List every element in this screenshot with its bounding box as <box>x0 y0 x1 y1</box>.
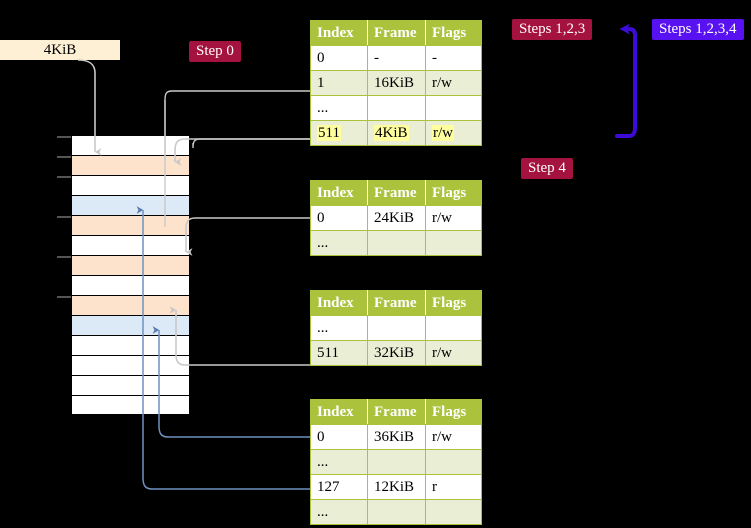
memory-frame-block <box>57 155 190 175</box>
cell-index: ... <box>310 449 368 475</box>
memory-frame-block <box>71 275 190 295</box>
cell-flags: r/w <box>425 70 482 96</box>
cell-frame <box>367 230 426 256</box>
cell-frame: 12KiB <box>367 474 426 500</box>
cell-index: 511 <box>310 340 368 366</box>
cell-frame <box>367 449 426 475</box>
memory-frame-block <box>71 235 190 255</box>
cell-frame: 36KiB <box>367 424 426 450</box>
cell-index: 0 <box>310 45 368 71</box>
col-header-flags: Flags <box>425 20 482 46</box>
col-header-frame: Frame <box>367 399 426 425</box>
cell-frame: 4KiB <box>367 120 426 146</box>
cell-index: 1 <box>310 70 368 96</box>
steps-bracket-arrow <box>615 23 639 138</box>
steps-123-badge: Steps 1,2,3 <box>512 19 593 40</box>
step-4-badge: Step 4 <box>521 158 573 179</box>
cell-flags: r/w <box>425 120 482 146</box>
cell-flags: r/w <box>425 340 482 366</box>
memory-frame-block <box>71 395 190 415</box>
cell-index: 127 <box>310 474 368 500</box>
cell-flags <box>425 230 482 256</box>
col-header-frame: Frame <box>367 20 426 46</box>
table-row: ... <box>310 449 482 475</box>
frame-size-label: 4KiB <box>0 40 120 60</box>
col-header-flags: Flags <box>425 399 482 425</box>
memory-frame-block <box>71 375 190 395</box>
table-row: ... <box>310 95 482 121</box>
memory-frame-block <box>57 215 190 235</box>
cell-flags: r/w <box>425 205 482 231</box>
cell-frame: - <box>367 45 426 71</box>
memory-frame-block <box>57 255 190 275</box>
memory-tick-mark <box>57 256 71 258</box>
col-header-index: Index <box>310 290 368 316</box>
connector-level2-entry <box>169 306 310 366</box>
cell-flags: - <box>425 45 482 71</box>
cell-index: 511 <box>310 120 368 146</box>
memory-frame-block <box>71 335 190 355</box>
step-0-badge: Step 0 <box>189 41 241 62</box>
cell-frame: 24KiB <box>367 205 426 231</box>
cell-frame: 16KiB <box>367 70 426 96</box>
col-header-index: Index <box>310 20 368 46</box>
memory-frame-block <box>71 315 190 335</box>
col-header-index: Index <box>310 399 368 425</box>
table-row: ... <box>310 230 482 256</box>
col-header-flags: Flags <box>425 290 482 316</box>
cell-frame <box>367 499 426 525</box>
cell-index: ... <box>310 499 368 525</box>
col-header-index: Index <box>310 180 368 206</box>
memory-tick-mark <box>57 176 71 178</box>
cell-flags <box>425 95 482 121</box>
cell-frame <box>367 95 426 121</box>
cell-flags: r/w <box>425 424 482 450</box>
memory-frame-block <box>57 175 190 195</box>
cell-index: ... <box>310 315 368 341</box>
table-row: ... <box>310 315 482 341</box>
cell-flags <box>425 315 482 341</box>
arrow-level4-frame-to-memory <box>174 138 310 166</box>
memory-tick-mark <box>57 156 71 158</box>
cell-index: ... <box>310 95 368 121</box>
memory-tick-mark <box>57 136 71 138</box>
col-header-flags: Flags <box>425 180 482 206</box>
table-row: ... <box>310 499 482 525</box>
memory-frame-block <box>71 195 190 215</box>
cell-index: 0 <box>310 424 368 450</box>
col-header-frame: Frame <box>367 180 426 206</box>
cell-flags: r <box>425 474 482 500</box>
connector-level3-entry <box>185 217 310 256</box>
memory-tick-mark <box>57 296 71 298</box>
memory-frame-block <box>71 355 190 375</box>
cell-index: ... <box>310 230 368 256</box>
memory-tick-mark <box>57 216 71 218</box>
steps-1234-badge: Steps 1,2,3,4 <box>652 19 744 40</box>
cell-frame <box>367 315 426 341</box>
cell-index: 0 <box>310 205 368 231</box>
col-header-frame: Frame <box>367 290 426 316</box>
table-row: 0-- <box>310 45 482 71</box>
physical-memory-column <box>57 135 190 415</box>
cell-flags <box>425 449 482 475</box>
cell-frame: 32KiB <box>367 340 426 366</box>
cell-flags <box>425 499 482 525</box>
memory-frame-block <box>57 295 190 315</box>
memory-frame-block <box>57 135 190 155</box>
